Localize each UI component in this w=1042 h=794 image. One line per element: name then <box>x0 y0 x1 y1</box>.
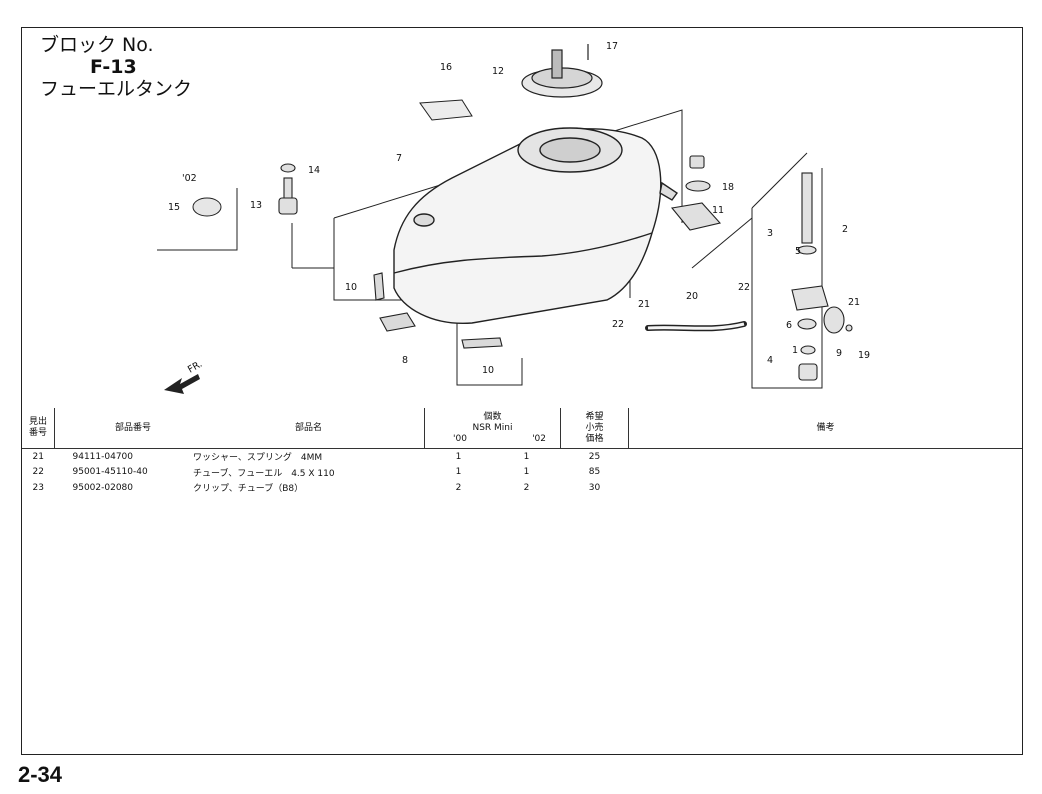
block-title: ブロック No. F-13 フューエルタンク <box>40 34 192 100</box>
row-price: 30 <box>588 482 601 493</box>
row-part-name: クリップ、チューブ（B8） <box>193 484 304 495</box>
callout-number: 6 <box>786 320 792 331</box>
header-part-no: 部品番号 <box>54 408 193 449</box>
callout-number: 1 <box>792 345 798 356</box>
row-part-no: 94111-04700 <box>72 451 134 462</box>
block-code: F-13 <box>90 56 137 78</box>
callout-number: 5 <box>795 246 801 257</box>
row-part-no: 95001-45110-40 <box>72 467 148 478</box>
row-remarks <box>629 449 1023 465</box>
front-direction-label: FR. <box>186 359 204 376</box>
callout-number: 17 <box>606 41 618 52</box>
breather-fitting-illustration <box>278 163 298 215</box>
row-qty-02: 1 <box>523 467 530 478</box>
front-direction-arrow <box>164 374 200 394</box>
row-qty-02: 2 <box>523 482 530 493</box>
row-part-name: チューブ、フューエル 4.5 X 110 <box>193 468 335 479</box>
row-qty-00: 1 <box>455 467 462 478</box>
row-price: 25 <box>588 451 601 462</box>
bracket-illustration <box>670 202 722 231</box>
callout-number: 15 <box>168 202 180 213</box>
page-number: 2-34 <box>18 762 63 787</box>
decal-label-illustration <box>419 99 473 121</box>
fuel-tank-illustration <box>393 127 678 324</box>
callout-number: 10 <box>482 365 494 376</box>
rubber-pad-illustration <box>379 312 416 332</box>
callout-number: 19 <box>858 350 870 361</box>
callout-number: 8 <box>402 355 408 366</box>
row-remarks <box>629 480 1023 496</box>
nut-illustration <box>689 155 705 169</box>
row-ref-no: 21 <box>32 451 44 462</box>
block-name: フューエルタンク <box>40 78 193 100</box>
fuel-cap-illustration <box>521 44 603 98</box>
callout-number: 10 <box>345 282 357 293</box>
callout-layer: 1234567891010111213141516171819202121222… <box>168 41 870 376</box>
parts-list-table: 見出番号 部品番号 部品名 個数 NSR Mini '00'02 希望小売価格 … <box>22 408 1022 496</box>
callout-number: 14 <box>308 165 320 176</box>
header-part-name: 部品名 <box>193 408 425 449</box>
rubber-strip-illustration <box>461 337 503 349</box>
row-qty-00: 1 <box>455 451 462 462</box>
callout-number: 7 <box>396 153 402 164</box>
callout-number: 18 <box>722 182 734 193</box>
row-qty-00: 2 <box>455 482 462 493</box>
washer-illustration <box>685 180 711 192</box>
header-remarks: 備考 <box>628 408 1022 449</box>
callout-number: 3 <box>767 228 773 239</box>
callout-number: 9 <box>836 348 842 359</box>
row-ref-no: 23 <box>32 482 44 493</box>
row-qty-02: 1 <box>523 451 530 462</box>
row-price: 85 <box>588 467 601 478</box>
callout-number: 11 <box>712 205 724 216</box>
header-retail-price: 希望小売価格 <box>560 408 629 449</box>
table-row: 22 95001-45110-40 チューブ、フューエル 4.5 X 110 1 1 85 <box>22 465 1022 481</box>
callout-number: 4 <box>767 355 773 366</box>
callout-number: 22 <box>612 319 624 330</box>
block-label: ブロック No. <box>40 34 154 56</box>
table-row: 23 95002-02080 クリップ、チューブ（B8） 2 2 30 <box>22 480 1022 496</box>
callout-number: 12 <box>492 66 504 77</box>
callout-number: 22 <box>738 282 750 293</box>
page-frame <box>21 27 1023 755</box>
header-quantity: 個数 NSR Mini '00'02 <box>424 408 561 449</box>
callout-number: 21 <box>638 299 650 310</box>
table-row: 21 94111-04700 ワッシャー、スプリング 4MM 1 1 25 <box>22 449 1022 465</box>
callout-number: 2 <box>842 224 848 235</box>
row-part-name: ワッシャー、スプリング 4MM <box>193 453 323 464</box>
row-part-no: 95002-02080 <box>72 482 134 493</box>
callout-number: 20 <box>686 291 698 302</box>
year-tag-label: '02 <box>182 173 197 184</box>
header-ref-no: 見出番号 <box>22 408 55 449</box>
callout-number: 13 <box>250 200 262 211</box>
fuel-valve-illustration <box>791 172 853 381</box>
grommet-illustration <box>192 197 222 217</box>
row-remarks <box>629 465 1023 481</box>
row-ref-no: 22 <box>32 467 44 478</box>
callout-number: 16 <box>440 62 452 73</box>
callout-number: 21 <box>848 297 860 308</box>
